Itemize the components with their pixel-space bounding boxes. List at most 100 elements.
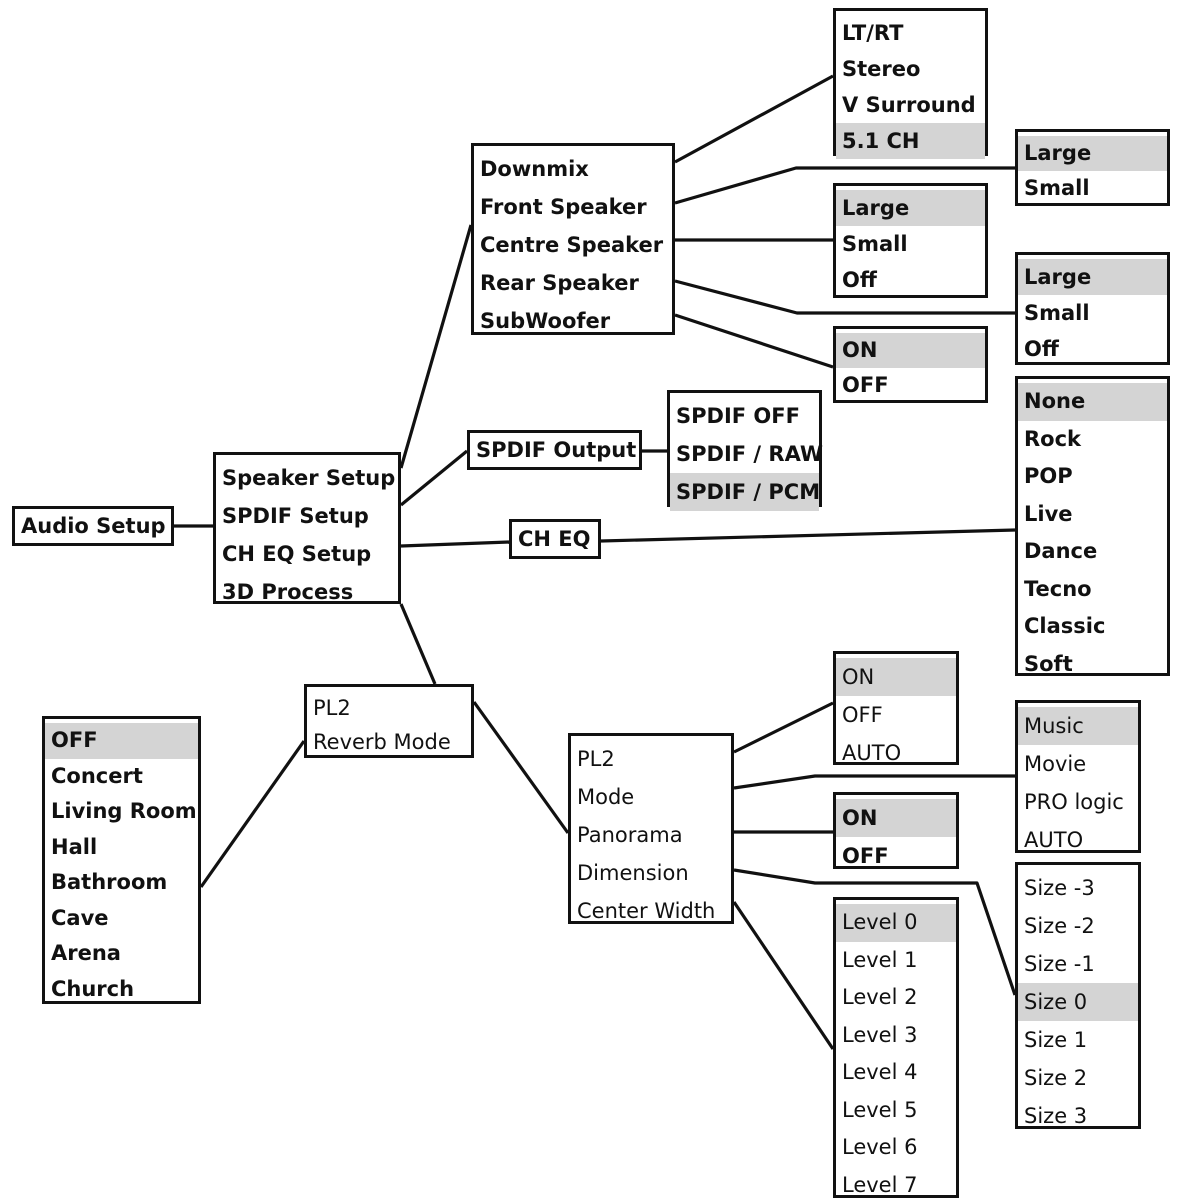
process-3d-item-pl2[interactable]: PL2 [313, 696, 351, 720]
spdif-options-item-spdif-off[interactable]: SPDIF OFF [676, 404, 800, 428]
main-menu-item-ch-eq-setup[interactable]: CH EQ Setup [222, 542, 372, 566]
process-3d-item-reverb-mode[interactable]: Reverb Mode [313, 730, 451, 754]
mode-options-item-auto[interactable]: AUTO [1024, 828, 1084, 852]
center-width-options-item-level-4[interactable]: Level 4 [842, 1060, 918, 1084]
eq-options-item-none[interactable]: None [1018, 383, 1167, 421]
pl2-options-item-on[interactable]: ON [836, 658, 956, 696]
rear-speaker-options-item-large[interactable]: Large [1018, 259, 1167, 295]
reverb-options-item-concert[interactable]: Concert [51, 763, 143, 788]
center-width-options-item-level-5[interactable]: Level 5 [842, 1097, 918, 1122]
rear-speaker-options-item-off[interactable]: Off [1024, 337, 1059, 361]
downmix-options-item-lt-rt[interactable]: LT/RT [842, 21, 904, 45]
eq-options-item-dance[interactable]: Dance [1024, 539, 1098, 563]
center-width-options-item-level-7[interactable]: Level 7 [842, 1172, 918, 1197]
front-speaker-options-item-small[interactable]: Small [1024, 176, 1090, 200]
connector-speaker-to-downmix [674, 74, 834, 164]
pl2-menu-item-pl2[interactable]: PL2 [577, 747, 615, 771]
spdif-options-item-spdif-pcm[interactable]: SPDIF / PCM [670, 473, 820, 511]
reverb-options-item-church[interactable]: Church [51, 976, 135, 1001]
pl2-menu-item-dimension[interactable]: Dimension [577, 861, 689, 885]
pl2-options-item-off[interactable]: OFF [842, 703, 883, 727]
dimension-options-item-size-2[interactable]: Size -2 [1024, 914, 1095, 938]
spdif-options-item-spdif-raw[interactable]: SPDIF / RAW [676, 442, 824, 466]
subwoofer-options-item-off[interactable]: OFF [842, 373, 889, 397]
connector-speaker-to-front [674, 166, 1015, 205]
eq-options-item-tecno[interactable]: Tecno [1024, 576, 1092, 601]
mode-options-item-music[interactable]: Music [1018, 707, 1138, 745]
connector-pl2-to-mode [733, 774, 1015, 790]
eq-options-item-live[interactable]: Live [1024, 501, 1073, 526]
centre-speaker-options-item-small[interactable]: Small [842, 232, 908, 256]
speaker-setup-item-centre-speaker[interactable]: Centre Speaker [480, 233, 664, 257]
reverb-options-item-bathroom[interactable]: Bathroom [51, 870, 168, 894]
center-width-options-item-level-3[interactable]: Level 3 [842, 1022, 918, 1047]
downmix-options-item-v-surround[interactable]: V Surround [842, 93, 976, 117]
spdif-output-box: SPDIF Output [467, 430, 642, 470]
downmix-options-item-stereo[interactable]: Stereo [842, 57, 921, 81]
pl2-menu-item-mode[interactable]: Mode [577, 785, 635, 809]
mode-options-item-pro-logic[interactable]: PRO logic [1024, 790, 1124, 814]
connector-3d-to-reverb [199, 740, 306, 888]
pl2-menu-item-center-width[interactable]: Center Width [577, 899, 716, 923]
pl2-options-box: ON OFF AUTO [833, 651, 959, 765]
center-width-options-item-level-1[interactable]: Level 1 [842, 947, 918, 972]
speaker-setup-item-rear-speaker[interactable]: Rear Speaker [480, 271, 639, 295]
dimension-options-item-size-3[interactable]: Size 3 [1024, 1104, 1088, 1128]
audio-setup-label[interactable]: Audio Setup [21, 514, 166, 538]
spdif-output-label[interactable]: SPDIF Output [476, 438, 637, 462]
mode-options-item-movie[interactable]: Movie [1024, 752, 1087, 776]
dimension-options-item-size-3[interactable]: Size -3 [1024, 876, 1095, 900]
centre-speaker-options-item-off[interactable]: Off [842, 268, 877, 292]
main-menu-item-speaker-setup[interactable]: Speaker Setup [222, 466, 396, 490]
panorama-options-box: ON OFF [833, 792, 959, 869]
speaker-setup-item-front-speaker[interactable]: Front Speaker [480, 195, 647, 219]
spdif-options-box: SPDIF OFF SPDIF / RAW SPDIF / PCM [667, 390, 824, 511]
reverb-options-item-off[interactable]: OFF [45, 723, 198, 759]
subwoofer-options-item-on[interactable]: ON [836, 333, 985, 368]
connector-3d-to-pl2 [472, 701, 570, 834]
center-width-options-item-level-0[interactable]: Level 0 [836, 904, 956, 942]
centre-speaker-options-item-large[interactable]: Large [836, 190, 985, 226]
dimension-options-item-size-1[interactable]: Size -1 [1024, 952, 1095, 976]
center-width-options-item-level-2[interactable]: Level 2 [842, 985, 918, 1009]
main-menu-item-3d-process[interactable]: 3D Process [222, 580, 354, 604]
connector-main-to-speaker [399, 224, 473, 469]
ch-eq-label[interactable]: CH EQ [518, 527, 591, 551]
front-speaker-options-item-large[interactable]: Large [1018, 136, 1167, 171]
speaker-setup-item-subwoofer[interactable]: SubWoofer [480, 309, 611, 333]
rear-speaker-options-item-small[interactable]: Small [1024, 301, 1090, 325]
connector-main-to-spdifout [399, 449, 469, 507]
dimension-options-item-size-2[interactable]: Size 2 [1024, 1066, 1088, 1090]
dimension-options-item-size-1[interactable]: Size 1 [1024, 1028, 1088, 1052]
connector-pl2-to-dim [733, 868, 1017, 996]
connector-cheq-to-eq [600, 528, 1016, 543]
panorama-options-item-on[interactable]: ON [836, 799, 956, 837]
pl2-options-item-auto[interactable]: AUTO [842, 741, 902, 765]
panorama-options-item-off[interactable]: OFF [842, 844, 889, 868]
reverb-options-item-hall[interactable]: Hall [51, 834, 98, 859]
eq-options-item-pop[interactable]: POP [1024, 464, 1073, 488]
reverb-options-item-arena[interactable]: Arena [51, 941, 121, 965]
eq-options-item-soft[interactable]: Soft [1024, 651, 1073, 676]
reverb-options-item-living-room[interactable]: Living Room [51, 799, 197, 823]
speaker-setup-item-downmix[interactable]: Downmix [480, 157, 589, 181]
connector-main-to-cheq [400, 540, 510, 548]
connector-main-to-3d [399, 603, 437, 685]
reverb-options-item-cave[interactable]: Cave [51, 905, 109, 930]
eq-options-item-classic[interactable]: Classic [1024, 614, 1106, 638]
eq-options-item-rock[interactable]: Rock [1024, 426, 1082, 451]
dimension-options-item-size-0[interactable]: Size 0 [1018, 983, 1138, 1021]
center-width-options-item-level-6[interactable]: Level 6 [842, 1135, 918, 1159]
main-menu-item-spdif-setup[interactable]: SPDIF Setup [222, 504, 369, 528]
audio-setup-box: Audio Setup [12, 506, 174, 546]
pl2-menu-item-panorama[interactable]: Panorama [577, 823, 683, 847]
downmix-options-item-5-1-ch[interactable]: 5.1 CH [836, 123, 985, 159]
center-width-options-box: Level 0 Level 1 Level 2 Level 3 Level 4 Level… [833, 897, 959, 1198]
